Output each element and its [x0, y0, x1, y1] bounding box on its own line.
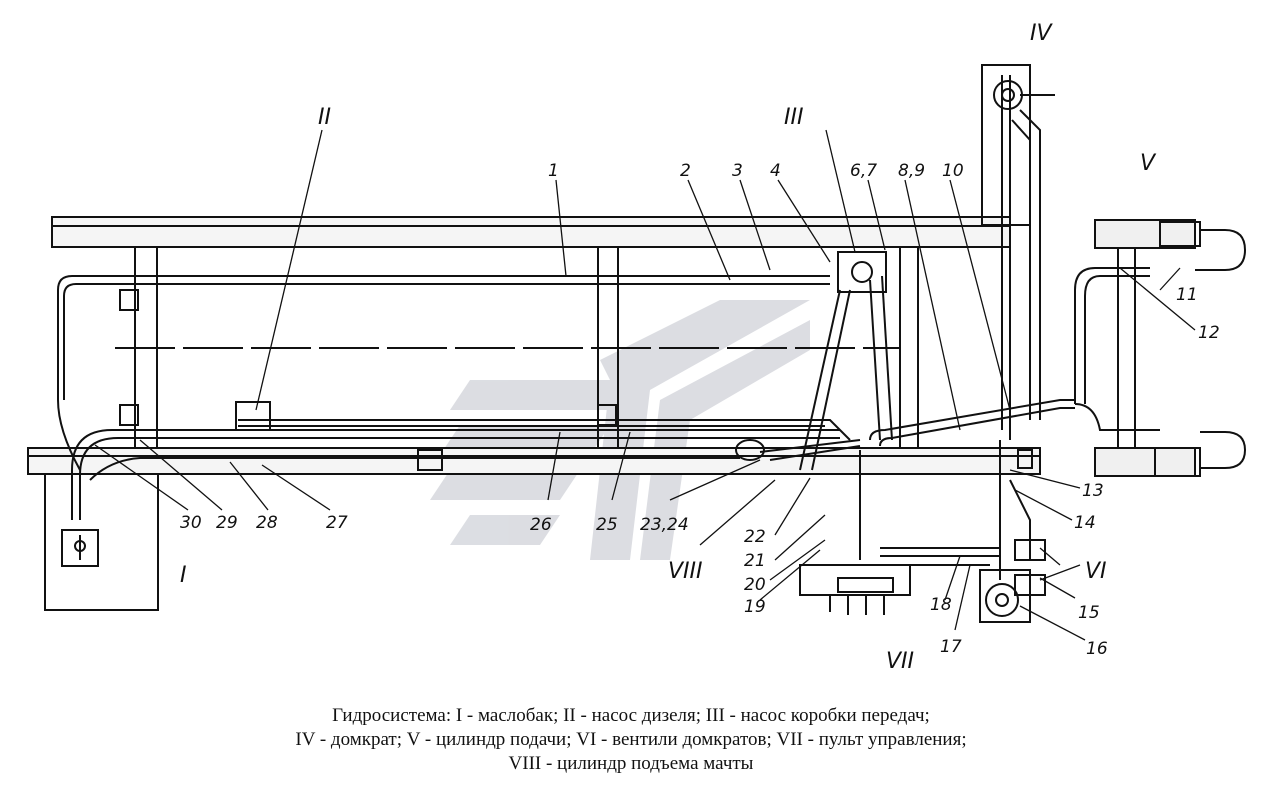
- leader-lines: [94, 129, 1196, 641]
- hydraulic-scheme-diagram: I II III IV V VI VII VIII 1 2 3 4 6,7 8,…: [27, 21, 1247, 674]
- feed-cylinders: [1094, 219, 1247, 477]
- jack-upper: [981, 64, 1055, 226]
- label-roman-VI: VI: [1085, 559, 1107, 584]
- label-part-4: 4: [770, 161, 781, 181]
- label-part-15: 15: [1078, 603, 1100, 623]
- label-part-6-7: 6,7: [850, 161, 877, 181]
- label-roman-IV: IV: [1030, 21, 1053, 46]
- label-roman-II: II: [318, 105, 331, 130]
- label-part-22: 22: [744, 527, 766, 547]
- caption-line-1: Гидросистема: I - маслобак; II - насос д…: [332, 705, 930, 726]
- figure-caption: Гидросистема: I - маслобак; II - насос д…: [0, 704, 1262, 776]
- components: [235, 251, 1046, 615]
- caption-line-2: IV - домкрат; V - цилиндр подачи; VI - в…: [295, 729, 967, 750]
- label-part-2: 2: [680, 161, 691, 181]
- label-part-21: 21: [744, 551, 766, 571]
- label-part-26: 26: [530, 515, 552, 535]
- label-part-8-9: 8,9: [898, 161, 925, 181]
- label-roman-I: I: [180, 563, 187, 588]
- caption-line-3: VIII - цилиндр подъема мачты: [508, 753, 754, 774]
- label-part-20: 20: [744, 575, 766, 595]
- label-part-12: 12: [1198, 323, 1220, 343]
- label-roman-VIII: VIII: [668, 559, 703, 584]
- label-part-28: 28: [256, 513, 278, 533]
- label-part-27: 27: [326, 513, 348, 533]
- label-part-13: 13: [1082, 481, 1104, 501]
- label-part-16: 16: [1086, 639, 1108, 659]
- label-part-10: 10: [942, 161, 964, 181]
- label-part-3: 3: [732, 161, 743, 181]
- label-part-11: 11: [1176, 285, 1198, 305]
- label-part-18: 18: [930, 595, 952, 615]
- frame-beams: [27, 216, 1041, 475]
- label-part-23-24: 23,24: [640, 515, 689, 535]
- pipelines: [57, 75, 1160, 580]
- label-part-19: 19: [744, 597, 766, 617]
- label-part-17: 17: [940, 637, 962, 657]
- label-part-14: 14: [1074, 513, 1096, 533]
- label-part-25: 25: [596, 515, 618, 535]
- label-part-30: 30: [180, 513, 202, 533]
- label-roman-VII: VII: [886, 649, 914, 674]
- label-part-1: 1: [548, 161, 559, 181]
- oil-tank: [44, 474, 159, 611]
- label-roman-III: III: [784, 105, 803, 130]
- label-part-29: 29: [216, 513, 238, 533]
- label-roman-V: V: [1140, 151, 1157, 176]
